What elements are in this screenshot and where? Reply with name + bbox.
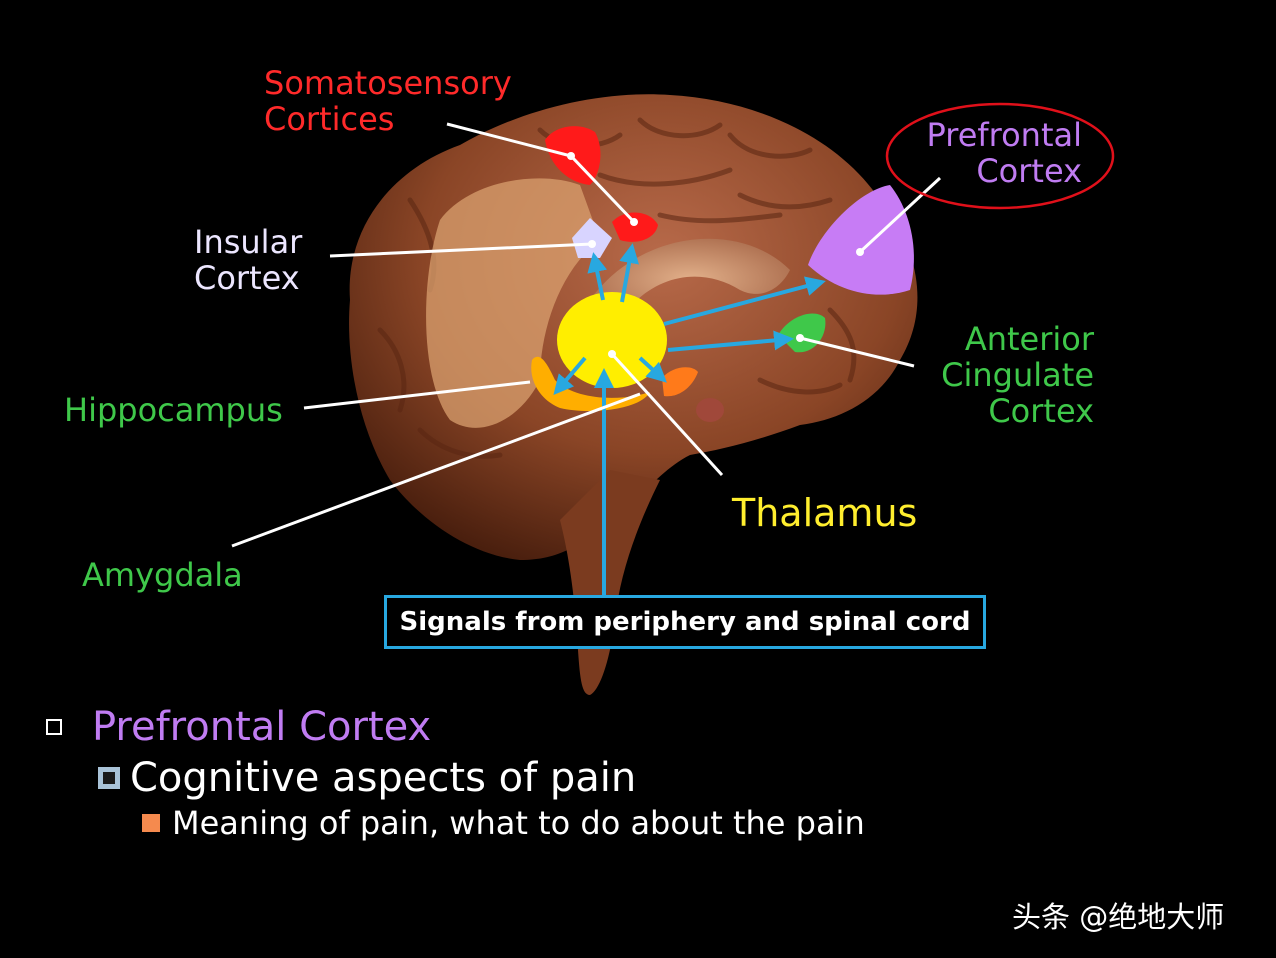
- bullet-level1: Prefrontal Cortex: [46, 704, 431, 750]
- thalamus-dot: [608, 350, 616, 358]
- label-amygdala: Amygdala: [82, 556, 243, 594]
- pointer-lines: [231, 122, 942, 548]
- amygdala-pointer: [231, 392, 641, 548]
- thalamus-region: [557, 292, 667, 388]
- label-prefrontal: Prefrontal Cortex: [900, 116, 1083, 190]
- watermark: 头条 @绝地大师: [1012, 900, 1225, 934]
- signal-arrow-somatosensory: [619, 243, 639, 303]
- somatosensory-region-lower: [612, 212, 658, 242]
- thalamus-pointer: [610, 352, 724, 477]
- prefrontal-pointer: [858, 176, 942, 254]
- label-insular: Insular Cortex: [194, 223, 303, 297]
- label-anterior-cingulate-line2: Cingulate: [941, 355, 1094, 394]
- bullet-level2-text: Cognitive aspects of pain: [130, 755, 637, 801]
- label-hippocampus: Hippocampus: [64, 391, 283, 429]
- hippocampus-region: [531, 356, 650, 412]
- label-prefrontal-line1: Prefrontal: [926, 116, 1083, 154]
- somatosensory-dot: [567, 152, 575, 160]
- signal-arrow-prefrontal: [663, 276, 826, 326]
- bullet-orange-square-icon: [142, 814, 160, 832]
- prefrontal-dot: [856, 248, 864, 256]
- amygdala-region: [662, 367, 698, 397]
- bullet-level1-text: Prefrontal Cortex: [92, 704, 432, 750]
- signal-arrow-amygdala: [638, 356, 667, 383]
- insular-region: [572, 218, 612, 258]
- bullet-level3: Meaning of pain, what to do about the pa…: [142, 804, 865, 842]
- bullet-filled-square-icon: [98, 767, 120, 789]
- bullet-level2: Cognitive aspects of pain: [98, 755, 636, 801]
- somatosensory-dot-lower: [630, 218, 638, 226]
- label-insular-line2: Cortex: [194, 258, 300, 297]
- hippocampus-pointer: [303, 380, 531, 410]
- label-prefrontal-line2: Cortex: [976, 151, 1082, 190]
- insular-dot: [588, 240, 596, 248]
- prefrontal-region: [808, 185, 914, 295]
- insular-pointer: [329, 242, 593, 258]
- signal-arrows: [553, 243, 826, 600]
- cingulate-dot: [796, 334, 804, 342]
- signal-arrow-hippocampus: [553, 356, 587, 396]
- label-anterior-cingulate: Anterior Cingulate Cortex: [914, 320, 1094, 430]
- signal-arrow-cingulate: [667, 330, 794, 352]
- prefrontal-highlight-ellipse: [885, 102, 1115, 210]
- label-somatosensory-line2: Cortices: [264, 99, 395, 138]
- anterior-cingulate-pointer: [799, 336, 915, 368]
- label-somatosensory: Somatosensory Cortices: [264, 64, 512, 138]
- bullet-hollow-square-icon: [46, 719, 62, 735]
- signals-box: Signals from periphery and spinal cord: [384, 595, 986, 649]
- bullet-level3-text: Meaning of pain, what to do about the pa…: [172, 804, 865, 842]
- label-anterior-cingulate-line1: Anterior: [964, 320, 1094, 358]
- label-thalamus: Thalamus: [732, 491, 918, 535]
- label-somatosensory-line1: Somatosensory: [264, 64, 512, 102]
- label-anterior-cingulate-line3: Cortex: [988, 391, 1094, 430]
- signal-arrow-insular: [587, 252, 608, 301]
- label-insular-line1: Insular: [194, 223, 303, 261]
